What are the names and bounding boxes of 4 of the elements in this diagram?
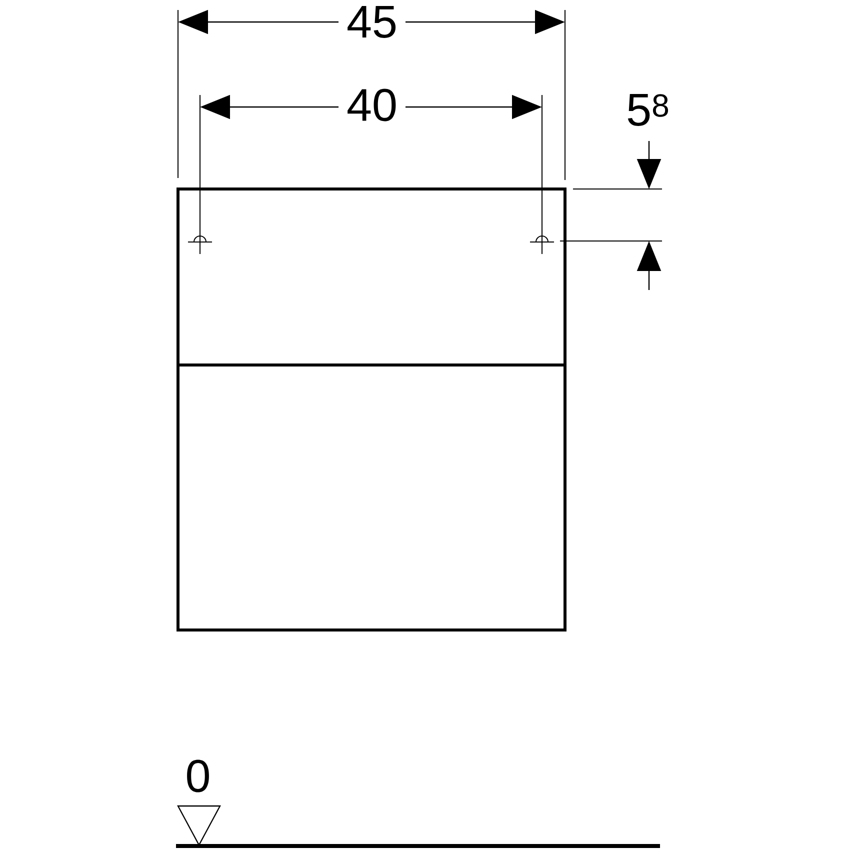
dimension-label: 45	[338, 5, 406, 39]
dimension-label: 5$^{8}$	[628, 94, 668, 126]
dimension-label: 0	[187, 760, 209, 792]
dimension-label: 40	[338, 88, 406, 122]
